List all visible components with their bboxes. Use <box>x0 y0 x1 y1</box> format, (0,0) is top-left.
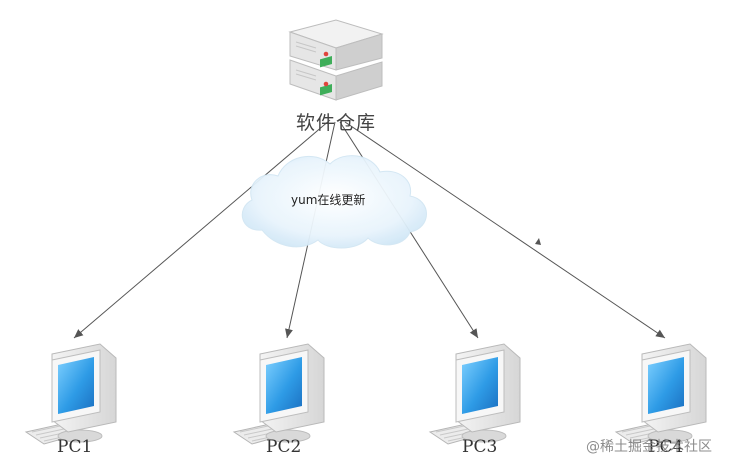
cloud-label: yum在线更新 <box>291 193 366 207</box>
edge-to-pc4 <box>344 121 666 339</box>
server-rack-icon <box>288 19 384 101</box>
edge-tick <box>535 238 541 245</box>
pc1-label: PC1 <box>57 437 93 457</box>
pc4-icon <box>615 343 707 445</box>
edge-to-pc1 <box>73 119 331 339</box>
pc2-icon <box>233 343 325 445</box>
pc4-label: PC4 <box>648 437 684 457</box>
server-label: 软件仓库 <box>296 112 377 134</box>
pc3-icon <box>429 343 521 445</box>
pc3-label: PC3 <box>462 437 498 457</box>
pc1-icon <box>25 343 117 445</box>
cloud-icon <box>241 155 427 249</box>
pc2-label: PC2 <box>266 437 302 457</box>
watermark: @稀土掘金技术社区 <box>586 439 712 455</box>
